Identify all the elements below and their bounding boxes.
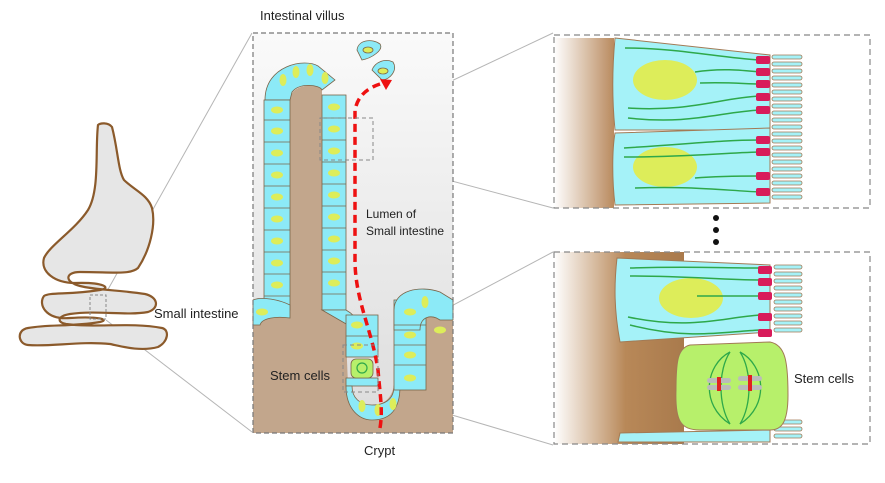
- villus-cells-detail: [553, 34, 871, 209]
- migration-arrow: [353, 82, 383, 429]
- villus-frame: [252, 32, 454, 434]
- arrowhead-icon: [380, 79, 392, 90]
- villus-panel: [252, 32, 454, 434]
- villus-epithelium: [252, 62, 454, 421]
- ellipsis-dots: [713, 215, 719, 245]
- chromosomes: [707, 375, 762, 391]
- villus-zoom-box: [319, 117, 374, 161]
- shedding-cells: [356, 40, 395, 81]
- crypt-label: Crypt: [364, 443, 395, 458]
- intestinal-villus-label: Intestinal villus: [260, 8, 345, 23]
- small-intestine-label: Small intestine: [154, 306, 239, 321]
- top-detail-frame: [553, 34, 871, 209]
- bottom-detail-frame: [553, 251, 871, 445]
- stem-cells-label: Stem cells: [270, 368, 330, 383]
- crypt-zoom-box: [342, 344, 379, 393]
- lumen-label-line2: Small intestine: [366, 224, 444, 238]
- microvilli: [773, 264, 803, 439]
- lumen-label-line1: Lumen of: [366, 207, 417, 221]
- digestive-organ: [18, 122, 168, 351]
- stem-cells-detail-label: Stem cells: [794, 371, 854, 386]
- microvilli: [771, 54, 803, 200]
- stem-cell-detail: [553, 251, 871, 445]
- zoom-region-box: [89, 294, 107, 320]
- mitotic-spindle-icon: [356, 362, 368, 374]
- villus-nuclei: [256, 64, 446, 416]
- stem-cell: [350, 358, 374, 379]
- dividing-stem-cell: [675, 341, 789, 431]
